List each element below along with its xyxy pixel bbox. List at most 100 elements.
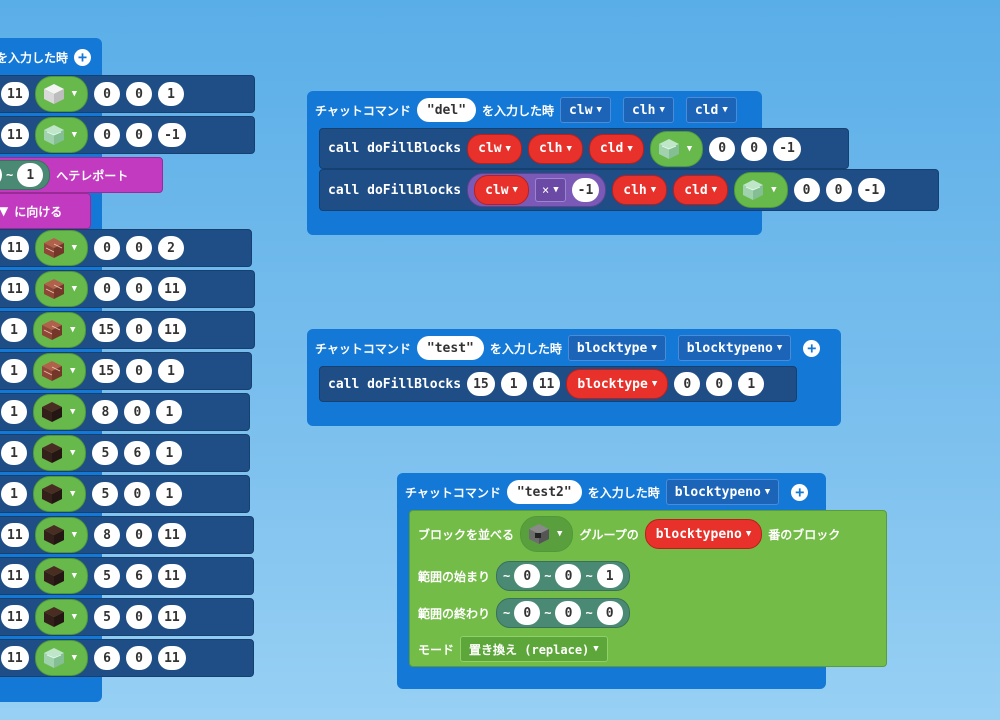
var-clw[interactable]: clw▼ [467, 133, 522, 164]
number-input[interactable]: 6 [126, 564, 153, 588]
number-input[interactable]: 5 [92, 441, 119, 465]
number-input[interactable]: 11 [1, 123, 29, 147]
number-input[interactable]: 1 [1, 318, 27, 342]
var-cld[interactable]: cld▼ [588, 133, 644, 164]
block-picker[interactable]: ▼ [33, 394, 87, 430]
number-input[interactable]: 0 [514, 564, 541, 588]
call-doFillBlocks-block[interactable]: call doFillBlocks clw▼ ×▼ -1 clh▼ cld▼ ▼… [319, 169, 939, 211]
number-input[interactable]: 1 [158, 82, 185, 106]
add-parameter-icon[interactable]: + [74, 48, 92, 66]
number-input[interactable]: 0 [94, 123, 121, 147]
block-picker[interactable]: ▼ [34, 640, 89, 676]
number-input[interactable]: 11 [1, 277, 29, 301]
number-input[interactable]: 0 [126, 318, 153, 342]
param-dropdown-blocktype[interactable]: blocktype▼ [567, 335, 666, 361]
number-input[interactable]: 0 [793, 178, 820, 202]
number-input[interactable]: 0 [741, 136, 768, 161]
number-input[interactable]: 1 [17, 163, 44, 187]
number-input[interactable]: 0 [126, 605, 153, 629]
del-chat-command-block[interactable]: チャットコマンド "del" を入力した時 clw▼ clh▼ cld▼ [307, 91, 762, 129]
test-chat-command-block[interactable]: チャットコマンド "test" を入力した時 blocktype▼ blockt… [307, 329, 841, 367]
number-input[interactable]: 0 [126, 277, 153, 301]
number-input[interactable]: 0 [0, 163, 2, 187]
var-blocktypeno[interactable]: blocktypeno▼ [644, 519, 763, 549]
position-input[interactable]: 0~1 [0, 160, 51, 190]
number-input[interactable]: 6 [94, 646, 121, 670]
block-picker[interactable]: ▼ [34, 599, 89, 635]
fill-blocks-row[interactable]: 71▼561 [0, 434, 250, 472]
number-input[interactable]: 15 [92, 318, 121, 342]
face-direction-block[interactable]: ▼に向ける [0, 193, 91, 229]
number-input[interactable]: 11 [1, 523, 29, 547]
number-input[interactable]: 0 [126, 523, 153, 547]
number-input[interactable]: 11 [158, 564, 186, 588]
number-input[interactable]: 0 [555, 601, 582, 625]
number-input[interactable]: 2 [158, 236, 185, 260]
number-input[interactable]: 1 [158, 359, 185, 383]
number-input[interactable]: 0 [124, 400, 151, 424]
number-input[interactable]: 0 [706, 372, 733, 396]
var-clw[interactable]: clw▼ [474, 175, 529, 205]
number-input[interactable]: 1 [596, 564, 623, 588]
block-picker[interactable]: ▼ [649, 130, 704, 167]
number-input[interactable]: 0 [94, 277, 121, 301]
block-picker[interactable]: ▼ [33, 353, 87, 389]
number-input[interactable]: -1 [773, 136, 801, 161]
number-input[interactable]: 0 [514, 601, 541, 625]
number-input[interactable]: 0 [94, 236, 121, 260]
chevron-down-icon[interactable]: ▼ [0, 204, 9, 218]
number-input[interactable]: 11 [158, 605, 186, 629]
mode-dropdown[interactable]: 置き換え (replace)▼ [460, 636, 608, 662]
param-dropdown-blocktypeno[interactable]: blocktypeno▼ [665, 479, 780, 505]
block-picker[interactable]: ▼ [34, 517, 89, 553]
add-parameter-icon[interactable]: + [791, 483, 809, 501]
call-doFillBlocks-block[interactable]: call doFillBlocks clw▼ clh▼ cld▼ ▼ 0 0 -… [319, 128, 849, 169]
var-clh[interactable]: clh▼ [612, 175, 668, 205]
number-input[interactable]: 6 [124, 441, 151, 465]
number-input[interactable]: 1 [1, 400, 27, 424]
multiply-operator-block[interactable]: clw▼ ×▼ -1 [467, 173, 607, 207]
number-input[interactable]: 0 [674, 372, 701, 396]
fill-blocks-row[interactable]: 111▼00-1 [0, 116, 255, 154]
command-name-input[interactable]: "test" [416, 336, 484, 360]
number-input[interactable]: 1 [500, 372, 527, 396]
block-picker[interactable]: ▼ [34, 76, 89, 112]
block-picker[interactable]: ▼ [34, 230, 89, 266]
param-dropdown-cld[interactable]: cld▼ [685, 97, 737, 123]
number-input[interactable]: 11 [1, 605, 29, 629]
number-input[interactable]: 8 [94, 523, 121, 547]
number-input[interactable]: 11 [158, 318, 186, 342]
number-input[interactable]: 0 [126, 82, 153, 106]
number-input[interactable]: 0 [709, 136, 736, 161]
left-hat-block[interactable]: を入力した時 + [0, 38, 102, 76]
block-picker[interactable]: ▼ [33, 435, 87, 471]
number-input[interactable]: 0 [126, 359, 153, 383]
number-input[interactable]: 8 [92, 400, 119, 424]
fill-blocks-row[interactable]: 011▼001 [0, 75, 255, 113]
number-input[interactable]: 0 [825, 178, 852, 202]
block-picker[interactable]: ▼ [33, 312, 87, 348]
number-input[interactable]: 11 [1, 236, 29, 260]
number-input[interactable]: 11 [158, 277, 186, 301]
command-name-input[interactable]: "del" [416, 98, 477, 122]
param-dropdown-clh[interactable]: clh▼ [622, 97, 674, 123]
block-picker[interactable]: ▼ [34, 558, 89, 594]
number-input[interactable]: 1 [738, 372, 765, 396]
block-picker[interactable]: ▼ [33, 476, 87, 512]
number-input[interactable]: -1 [857, 178, 886, 202]
block-picker[interactable]: ▼ [34, 271, 89, 307]
range-start-position[interactable]: ~0 ~0 ~1 [496, 561, 630, 591]
number-input[interactable]: 1 [156, 400, 183, 424]
var-clh[interactable]: clh▼ [527, 133, 583, 164]
number-input[interactable]: 15 [467, 372, 495, 396]
operator-dropdown[interactable]: ×▼ [534, 178, 566, 202]
number-input[interactable]: 5 [94, 564, 121, 588]
